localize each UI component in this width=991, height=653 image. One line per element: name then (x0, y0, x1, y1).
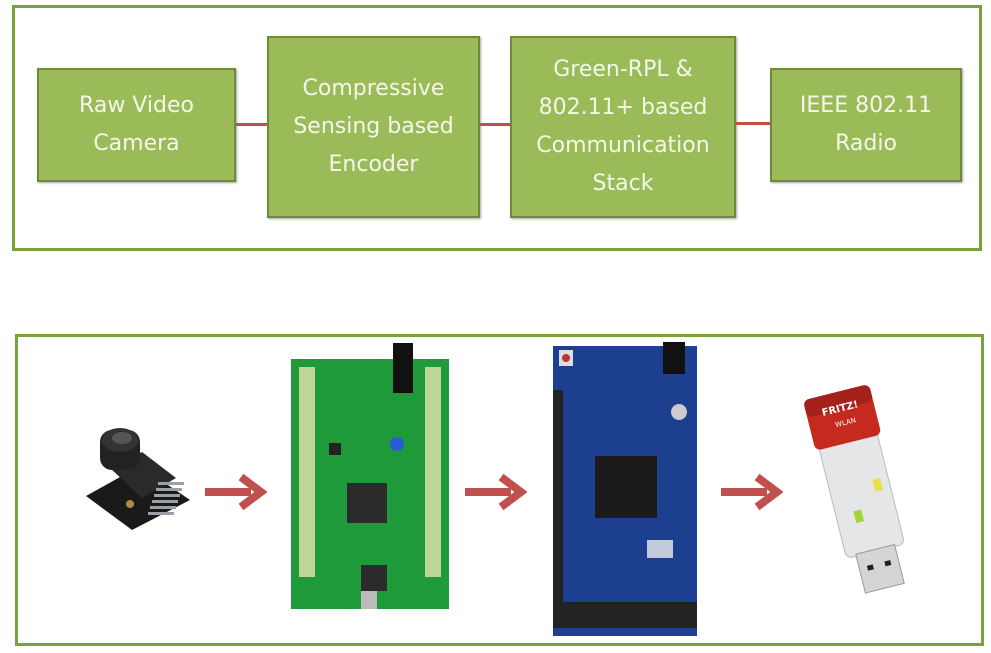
connector-stack-radio (736, 122, 770, 125)
block-ieee-radio: IEEE 802.11 Radio (770, 68, 962, 182)
block-label: Raw Video Camera (79, 93, 194, 156)
block-raw-video-camera: Raw Video Camera (37, 68, 236, 182)
block-cs-encoder: Compressive Sensing based Encoder (267, 36, 480, 218)
green-dev-board-icon (291, 343, 449, 609)
block-label: Green-RPL & 802.11+ based Communication … (536, 57, 710, 196)
camera-module-icon (86, 428, 190, 530)
connector-camera-encoder (236, 123, 267, 126)
block-label: Compressive Sensing based Encoder (293, 76, 454, 177)
block-communication-stack: Green-RPL & 802.11+ based Communication … (510, 36, 736, 218)
arrow-right-icon (721, 474, 783, 510)
connector-encoder-stack (480, 123, 510, 126)
arrow-right-icon (465, 474, 527, 510)
block-label: IEEE 802.11 Radio (799, 93, 933, 156)
blue-dev-board-icon (553, 342, 697, 636)
usb-wifi-stick-icon: FRITZ! WLAN (804, 385, 905, 594)
arrow-right-icon (205, 474, 267, 510)
